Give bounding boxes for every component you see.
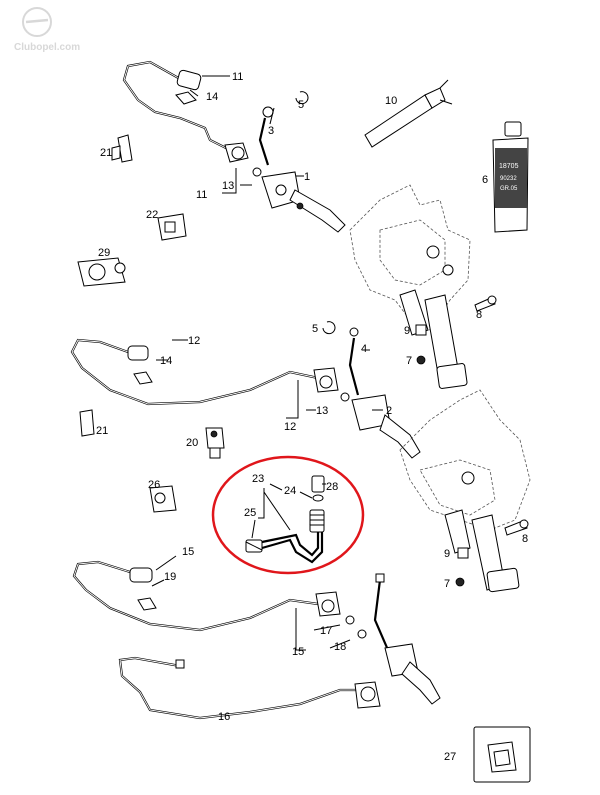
middle-hose-assembly bbox=[70, 327, 421, 459]
part-10-clip bbox=[364, 79, 453, 148]
part-5-clip-top bbox=[295, 91, 309, 105]
highlight-circle bbox=[211, 455, 365, 575]
part-7-nut-bottom bbox=[455, 577, 465, 587]
callout-12-top: 12 bbox=[188, 335, 200, 347]
callout-17: 17 bbox=[320, 625, 332, 637]
part-16-pipe bbox=[118, 656, 381, 720]
callout-1: 1 bbox=[304, 171, 310, 183]
callout-24: 24 bbox=[284, 485, 296, 497]
svg-text:GR.05: GR.05 bbox=[500, 186, 518, 192]
part-22-bracket bbox=[157, 213, 187, 241]
callout-13-middle: 13 bbox=[316, 405, 328, 417]
callout-23: 23 bbox=[252, 473, 264, 485]
callout-15-bottom: 15 bbox=[292, 646, 304, 658]
leader-lines bbox=[151, 75, 383, 651]
callout-9-bottom: 9 bbox=[444, 548, 450, 560]
callout-21-middle: 21 bbox=[96, 425, 108, 437]
callout-5-middle: 5 bbox=[312, 323, 318, 335]
callout-6: 6 bbox=[482, 174, 488, 186]
callout-18: 18 bbox=[334, 641, 346, 653]
callout-labels: 11 14 5 3 10 6 21 1 13 11 22 29 8 5 12 9… bbox=[96, 71, 528, 763]
svg-text:90232: 90232 bbox=[500, 176, 517, 182]
callout-16: 16 bbox=[218, 711, 230, 723]
part-9-clip-bottom bbox=[457, 547, 469, 559]
watermark-logo: Clubopel.com bbox=[14, 7, 80, 53]
part-5-clip-middle bbox=[322, 321, 336, 335]
callout-22: 22 bbox=[146, 209, 158, 221]
part-slave-cylinder bbox=[373, 573, 441, 705]
callout-12-middle: 12 bbox=[284, 421, 296, 433]
part-27-detail-box bbox=[473, 726, 531, 783]
callout-11-top: 11 bbox=[232, 71, 243, 83]
callout-21-top: 21 bbox=[100, 147, 112, 159]
svg-text:18705: 18705 bbox=[499, 163, 519, 170]
bottom-hose-assembly bbox=[72, 560, 367, 639]
part-20-sensor bbox=[205, 427, 225, 459]
callout-11-bottom: 11 bbox=[196, 189, 207, 201]
callout-13-top: 13 bbox=[222, 180, 234, 192]
callout-4: 4 bbox=[361, 343, 367, 355]
callout-25: 25 bbox=[244, 507, 256, 519]
callout-5-top: 5 bbox=[298, 99, 304, 111]
callout-7-top: 7 bbox=[406, 355, 412, 367]
part-21-bracket-top bbox=[111, 134, 133, 163]
callout-2: 2 bbox=[386, 405, 392, 417]
callout-29: 29 bbox=[98, 247, 110, 259]
part-29-coupling bbox=[77, 257, 126, 287]
part-8-bolt-top bbox=[474, 295, 497, 312]
callout-8-bottom: 8 bbox=[522, 533, 528, 545]
callout-9-top: 9 bbox=[404, 325, 410, 337]
callout-14-top: 14 bbox=[206, 91, 218, 103]
pedal-box-lower bbox=[399, 389, 531, 593]
callout-15-top: 15 bbox=[182, 546, 194, 558]
part-9-clip-top bbox=[415, 324, 427, 336]
watermark-text: Clubopel.com bbox=[14, 42, 80, 53]
callout-7-bottom: 7 bbox=[444, 578, 450, 590]
callout-14-middle: 14 bbox=[160, 355, 172, 367]
callout-19: 19 bbox=[164, 571, 176, 583]
callout-26: 26 bbox=[148, 479, 160, 491]
part-6-grease-tube: 18705 90232 GR.05 bbox=[492, 121, 529, 233]
callout-28: 28 bbox=[326, 481, 338, 493]
callout-20: 20 bbox=[186, 437, 198, 449]
part-26-bracket bbox=[149, 485, 177, 513]
part-21-bracket-middle bbox=[79, 409, 95, 437]
callout-10: 10 bbox=[385, 95, 397, 107]
pedal-box-upper bbox=[349, 184, 471, 389]
part-8-bolt-bottom bbox=[504, 519, 529, 536]
callout-8-top: 8 bbox=[476, 309, 482, 321]
top-hose-assembly bbox=[122, 60, 346, 233]
callout-27: 27 bbox=[444, 751, 456, 763]
callout-3: 3 bbox=[268, 125, 274, 137]
part-7-nut-top bbox=[416, 355, 426, 365]
highlighted-pipe-kit bbox=[211, 455, 365, 575]
